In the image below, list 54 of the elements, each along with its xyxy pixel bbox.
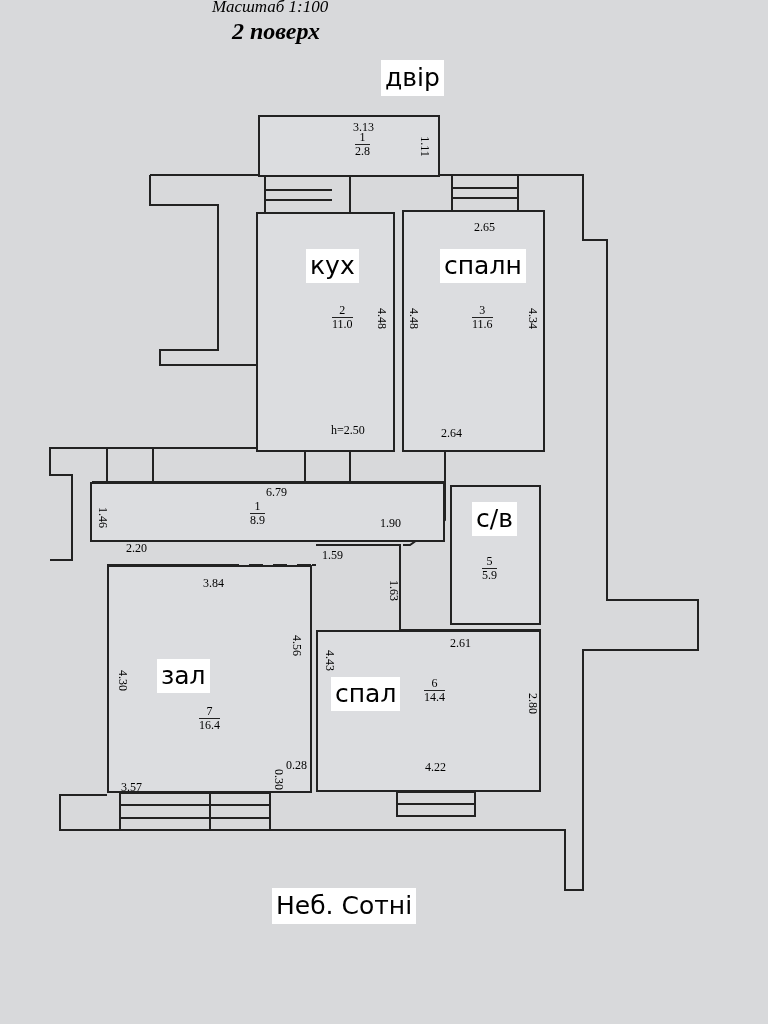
dimension-label: 3.57	[121, 781, 142, 794]
dimension-label: h=2.50	[331, 424, 365, 437]
room-area: 2.8	[355, 145, 370, 158]
dimension-label: 3.13	[353, 121, 374, 134]
room-name: спал	[331, 677, 401, 711]
room-name: зал	[157, 659, 210, 693]
room-area: 14.4	[424, 691, 445, 704]
room-number: 2	[332, 304, 353, 318]
dimension-label: 1.63	[387, 580, 400, 601]
place-label: Неб. Сотні	[272, 888, 417, 924]
dimension-label: 4.22	[425, 761, 446, 774]
room-area: 5.9	[482, 569, 497, 582]
room-number: 1	[250, 500, 265, 514]
room-area: 11.6	[472, 318, 493, 331]
plan-title: 2 поверх	[232, 18, 320, 45]
dimension-label: 0.28	[286, 759, 307, 772]
kitchen-room	[256, 212, 395, 452]
dimension-label: 2.65	[474, 221, 495, 234]
dimension-label: 4.30	[116, 670, 129, 691]
dimension-label: 4.48	[375, 308, 388, 329]
room-area: 16.4	[199, 719, 220, 732]
dimension-label: 6.79	[266, 486, 287, 499]
dimension-label: 4.56	[290, 635, 303, 656]
dimension-label: 4.43	[323, 650, 336, 671]
room-number: 3	[472, 304, 493, 318]
room-name: спалн	[440, 249, 526, 283]
bedroom-room	[402, 210, 545, 452]
dimension-label: 2.80	[526, 693, 539, 714]
dimension-label: 1.90	[380, 517, 401, 530]
room-area: 11.0	[332, 318, 353, 331]
room-name: кух	[306, 249, 359, 283]
living-room	[107, 565, 312, 793]
room-number: 7	[199, 705, 220, 719]
room-area: 8.9	[250, 514, 265, 527]
dimension-label: 1.11	[417, 136, 431, 157]
dimension-label: 4.34	[526, 308, 539, 329]
balcony-room	[258, 115, 440, 177]
dimension-label: 4.48	[407, 308, 420, 329]
room-number: 6	[424, 677, 445, 691]
dimension-label: 1.46	[96, 507, 109, 528]
room-number: 1	[355, 131, 370, 145]
dimension-label: 2.61	[450, 637, 471, 650]
dimension-label: 2.20	[126, 542, 147, 555]
room-name: с/в	[472, 502, 517, 536]
place-label: двір	[381, 60, 444, 96]
room-number: 5	[482, 555, 497, 569]
bedroom-room	[316, 630, 541, 792]
bathroom-room	[450, 485, 541, 625]
scale-note: Масштаб 1:100	[212, 0, 329, 13]
corridor-room	[90, 482, 445, 542]
dimension-label: 1.59	[322, 549, 343, 562]
dimension-label: 2.64	[441, 427, 462, 440]
dimension-label: 0.30	[272, 769, 285, 790]
dimension-label: 3.84	[203, 577, 224, 590]
